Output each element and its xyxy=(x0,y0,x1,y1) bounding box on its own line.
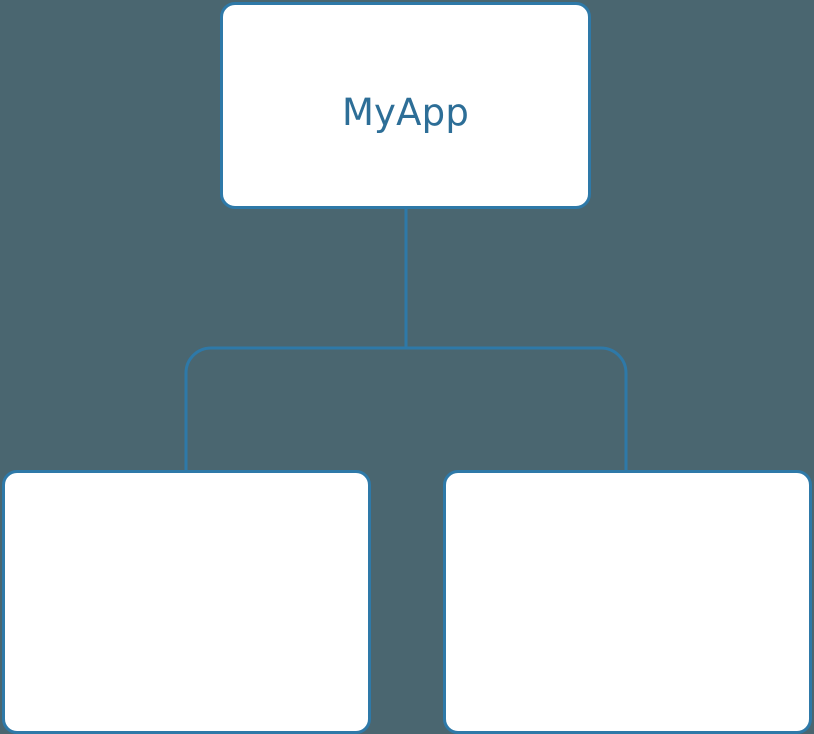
component-node-mybutton-2[interactable]: MyButton count 0 xyxy=(443,470,812,734)
connector-branch-left xyxy=(184,346,406,472)
component-node-title: MyApp xyxy=(341,91,470,134)
component-node-mybutton-1[interactable]: MyButton count 0 xyxy=(2,470,371,734)
component-node-myapp[interactable]: MyApp xyxy=(220,2,591,209)
connector-branch-right xyxy=(406,346,628,472)
